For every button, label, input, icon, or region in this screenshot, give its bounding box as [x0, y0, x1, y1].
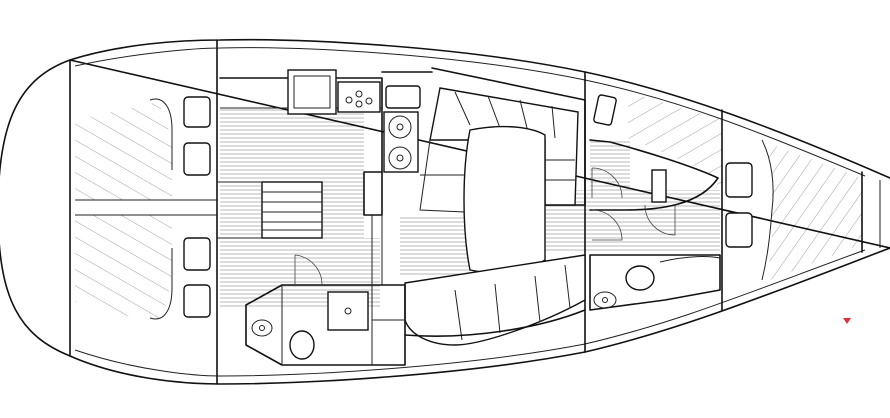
toilet-icon	[289, 330, 315, 360]
starboard-settee	[404, 254, 586, 346]
sink-icon	[251, 319, 273, 337]
companionway-steps	[217, 181, 323, 239]
sink-icon	[344, 307, 352, 315]
fore-berth-vee	[765, 142, 862, 282]
hull-outline	[0, 38, 890, 385]
nav-station	[245, 215, 406, 366]
fore-head	[589, 94, 721, 311]
aft-berth-port	[75, 102, 172, 200]
sink-icon	[593, 291, 617, 309]
sink-icon	[388, 146, 412, 170]
aft-cabin-cushions	[149, 96, 211, 320]
sink-icon	[388, 115, 412, 139]
stove-icon	[365, 97, 373, 105]
stove-icon	[355, 90, 363, 98]
marker-icon	[843, 318, 851, 324]
fore-cabin-hatch-port	[628, 92, 722, 190]
aft-berth-starboard	[75, 215, 172, 324]
galley	[219, 69, 433, 216]
saloon-table	[463, 125, 546, 274]
door-swings	[294, 167, 676, 286]
stove-icon	[345, 96, 353, 104]
toilet-icon	[625, 265, 655, 291]
fore-cabin-cushions	[725, 139, 881, 281]
saloon-settee	[419, 67, 586, 213]
